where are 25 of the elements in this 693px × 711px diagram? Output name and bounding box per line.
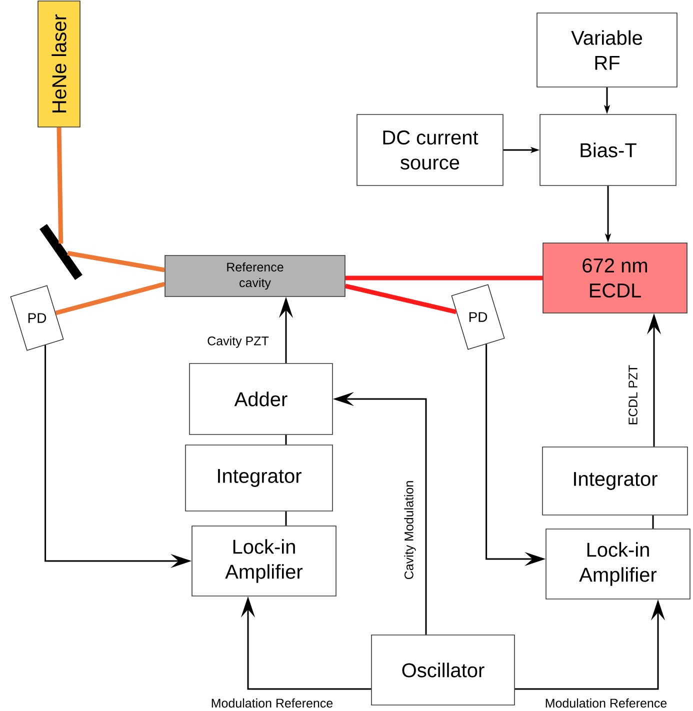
process-box: Lock-in Amplifier [546, 528, 690, 600]
beam [56, 127, 64, 244]
process-box: Integrator [185, 444, 333, 512]
photodiode-box: PD [451, 284, 505, 350]
beam [55, 282, 166, 316]
edge-label: Modulation Reference [546, 698, 667, 708]
edge-label: Cavity Modulation [404, 481, 416, 580]
laser-box: HeNe laser [38, 0, 80, 128]
process-box: Lock-in Amplifier [192, 526, 336, 596]
process-box: Bias-T [540, 114, 676, 186]
mirror [40, 224, 82, 280]
beam [344, 284, 457, 314]
process-box: DC current source [356, 114, 504, 186]
process-box: Oscillator [371, 634, 515, 706]
edge-label: ECDL PZT [628, 365, 638, 424]
process-box: Integrator [542, 446, 688, 516]
edge-label: Cavity PZT [208, 336, 269, 348]
beam [345, 276, 543, 280]
photodiode-box: PD [10, 285, 64, 351]
process-box: Variable RF [536, 12, 678, 88]
laser-box: 672 nm ECDL [542, 242, 688, 314]
process-box: Adder [189, 363, 333, 435]
cavity-box: Reference cavity [164, 255, 346, 297]
beam [67, 250, 165, 272]
edge-label: Modulation Reference [212, 698, 333, 708]
